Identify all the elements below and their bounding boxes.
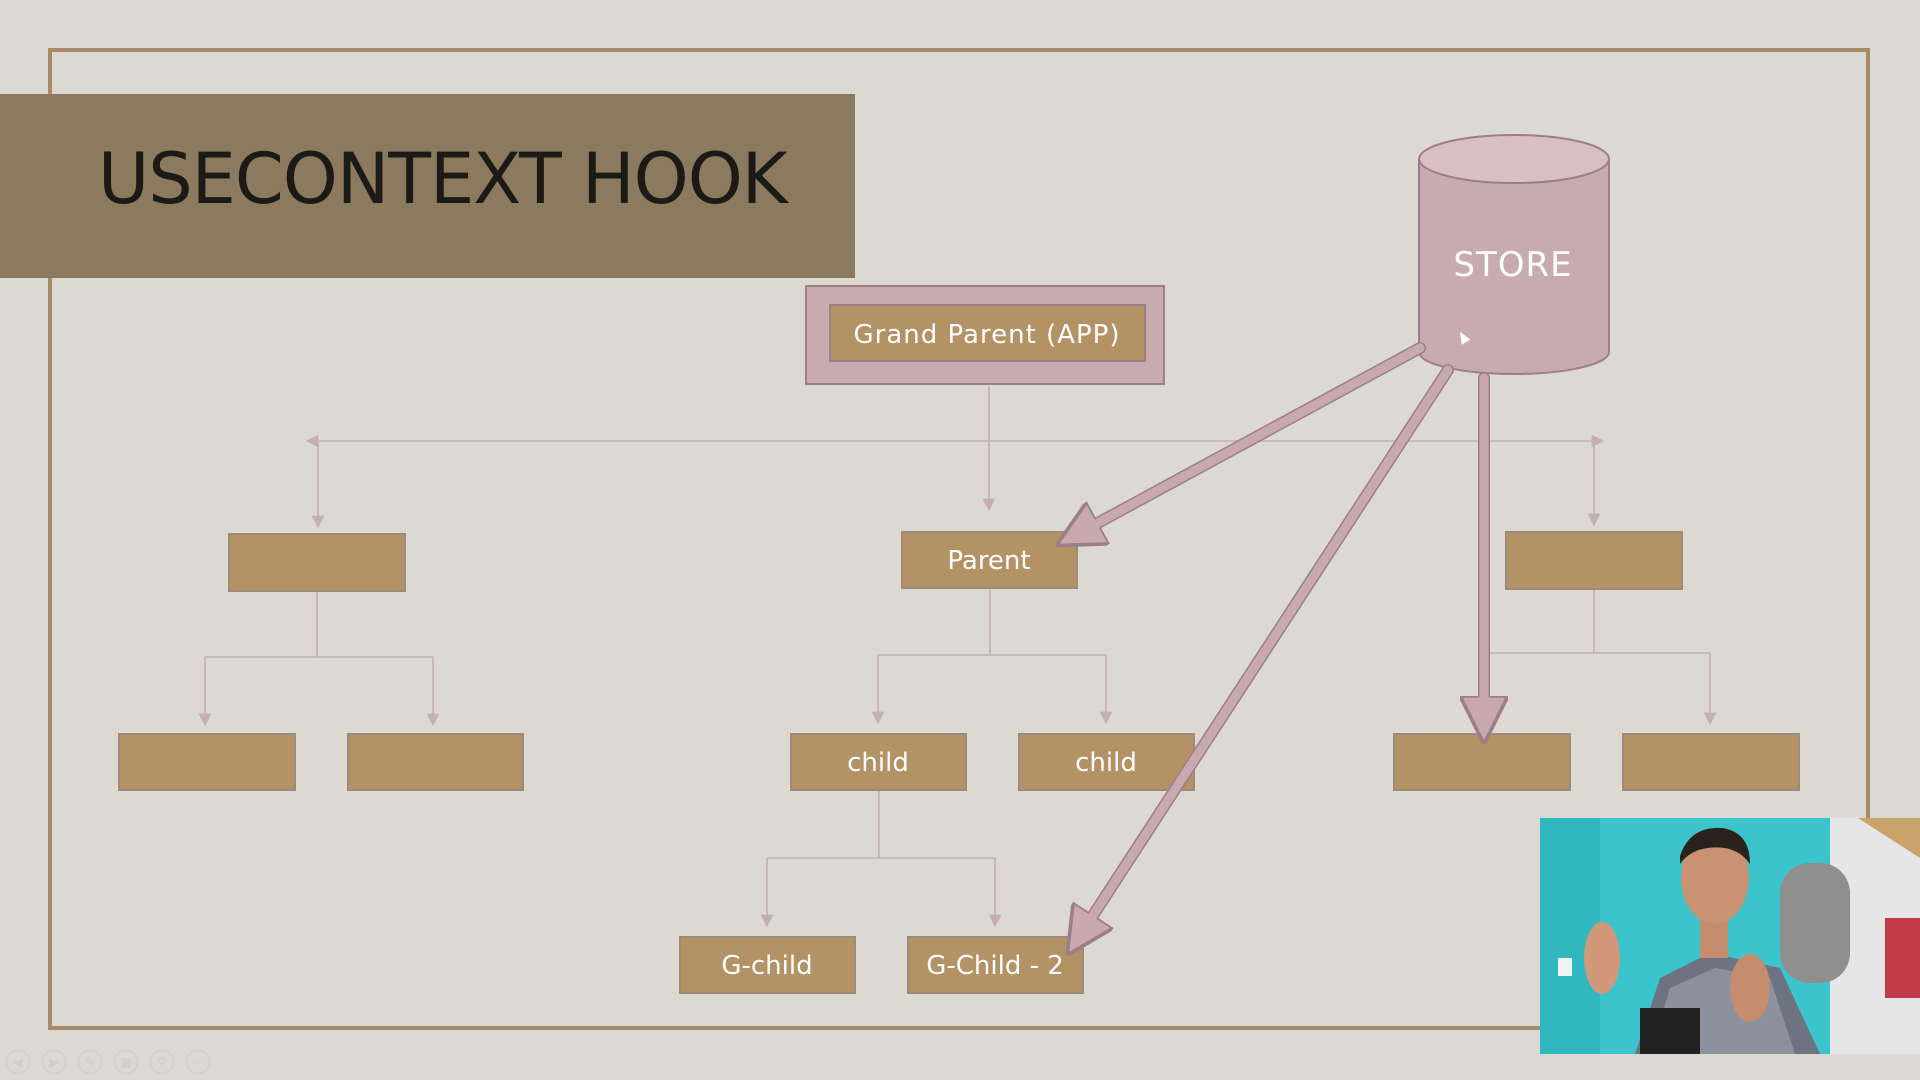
node-gchild-1: G-child	[679, 936, 856, 994]
presenter-video	[1540, 818, 1920, 1054]
store-arrows	[1072, 342, 1484, 940]
store-arrow-to-gchild-2	[1077, 364, 1454, 940]
node-left-leaf-1	[118, 733, 296, 791]
node-grand-parent-label: Grand Parent (APP)	[854, 320, 1121, 350]
node-gchild-1-label: G-child	[721, 951, 812, 981]
node-gchild-2-label: G-Child - 2	[926, 951, 1064, 981]
presenter-video-icon	[1540, 818, 1920, 1054]
pen-icon[interactable]: ✎	[78, 1050, 102, 1074]
slide-title: USECONTEXT HOOK	[98, 138, 788, 220]
previous-icon[interactable]: ◀	[6, 1050, 30, 1074]
store-arrow-to-parent	[1072, 342, 1426, 537]
node-child-1-label: child	[847, 748, 909, 778]
connectors	[198, 386, 1717, 928]
zoom-icon[interactable]: ⚲	[150, 1050, 174, 1074]
grid-icon[interactable]: ▦	[114, 1050, 138, 1074]
store-cylinder: STORE	[1418, 134, 1610, 375]
slide-frame	[48, 48, 1870, 1030]
node-right-leaf-2	[1622, 733, 1800, 791]
node-left-branch	[228, 533, 406, 592]
next-icon[interactable]: ▶	[42, 1050, 66, 1074]
more-icon[interactable]: ⋯	[186, 1050, 210, 1074]
node-child-1: child	[790, 733, 967, 791]
node-parent: Parent	[901, 531, 1078, 589]
store-label: STORE	[1453, 245, 1572, 285]
title-band	[0, 94, 855, 278]
node-gchild-2: G-Child - 2	[907, 936, 1084, 994]
node-child-2-label: child	[1075, 748, 1137, 778]
node-grand-parent: Grand Parent (APP)	[805, 285, 1165, 385]
node-right-branch	[1505, 531, 1683, 590]
node-child-2: child	[1018, 733, 1195, 791]
node-parent-label: Parent	[947, 546, 1030, 576]
node-right-leaf-1	[1393, 733, 1571, 791]
slideshow-controls: ◀ ▶ ✎ ▦ ⚲ ⋯	[6, 1050, 210, 1074]
node-left-leaf-2	[347, 733, 524, 791]
